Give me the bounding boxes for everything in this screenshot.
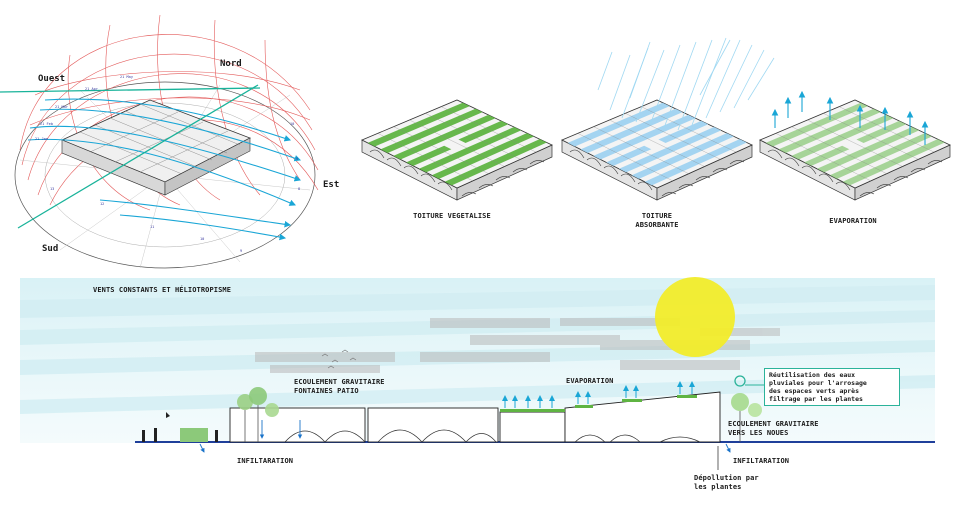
- compass-ouest: Ouest: [38, 74, 66, 84]
- trees: [180, 387, 762, 442]
- svg-text:10: 10: [290, 122, 294, 126]
- svg-text:10: 10: [200, 237, 204, 241]
- svg-text:21 Apr: 21 Apr: [85, 87, 99, 91]
- ew-axis-line: [17, 84, 259, 229]
- svg-text:21 Jan: 21 Jan: [35, 137, 48, 141]
- roof-panels: [361, 99, 951, 201]
- label-infiltration-right: INFILTARATION: [733, 457, 790, 465]
- caption-toiture-vegetalise: TOITURE VEGETALISE: [413, 212, 491, 220]
- section-title: VENTS CONSTANTS ET HÉLIOTROPISME: [93, 286, 232, 294]
- people: [142, 412, 218, 442]
- orbit-ticks: 21 Mar 21 Feb 21 Jan 21 May 21 Apr 10 9 8 11…: [35, 75, 300, 253]
- roof-panel-1: [361, 99, 553, 201]
- roof-strip: [856, 120, 907, 144]
- roof-strip: [458, 120, 509, 144]
- roof-strip: [406, 145, 452, 166]
- water-drop-icon: [734, 375, 746, 387]
- evaporation-arrows-roof: [771, 90, 929, 145]
- section-buildings: [229, 391, 721, 443]
- north-axis-line: [0, 87, 261, 93]
- roof-strip: [606, 145, 652, 166]
- birds: [321, 349, 357, 369]
- caption-evaporation: EVAPORATION: [829, 217, 877, 225]
- label-evaporation: EVAPORATION: [566, 377, 614, 385]
- compass-est: Est: [323, 180, 340, 190]
- vault-arches: [284, 429, 701, 443]
- roof-panel-3: [759, 99, 951, 201]
- building-section: [20, 277, 935, 470]
- label-infiltration-left: INFILTARATION: [237, 457, 294, 465]
- svg-text:21 Mar: 21 Mar: [55, 105, 69, 109]
- roof-panel-2: [561, 99, 753, 201]
- roof-surface: [561, 99, 753, 189]
- svg-text:12: 12: [100, 202, 104, 206]
- roof-surface: [361, 99, 553, 189]
- roof-strip: [804, 145, 850, 166]
- evaporation-arrows-section: [502, 381, 695, 408]
- compass-sud: Sud: [42, 244, 59, 254]
- rain-streaks: [597, 37, 775, 131]
- svg-text:9: 9: [296, 157, 298, 161]
- building-plan-iso: [60, 99, 251, 196]
- sun: [655, 277, 735, 357]
- roof-strip: [658, 120, 709, 144]
- section-green-roofs: [500, 395, 697, 412]
- svg-text:8: 8: [298, 187, 300, 191]
- svg-text:13: 13: [50, 187, 54, 191]
- infiltration-arrows: [199, 420, 731, 453]
- svg-text:9: 9: [240, 249, 242, 253]
- horizon-ellipse: [14, 81, 316, 269]
- svg-text:21 May: 21 May: [120, 75, 134, 79]
- compass-nord: Nord: [220, 59, 242, 69]
- svg-text:11: 11: [150, 225, 154, 229]
- wind-arrows-plan: [27, 98, 302, 241]
- svg-text:21 Feb: 21 Feb: [40, 122, 53, 126]
- sun-path-diagram: 21 Mar 21 Feb 21 Jan 21 May 21 Apr 10 9 8 11…: [0, 14, 319, 269]
